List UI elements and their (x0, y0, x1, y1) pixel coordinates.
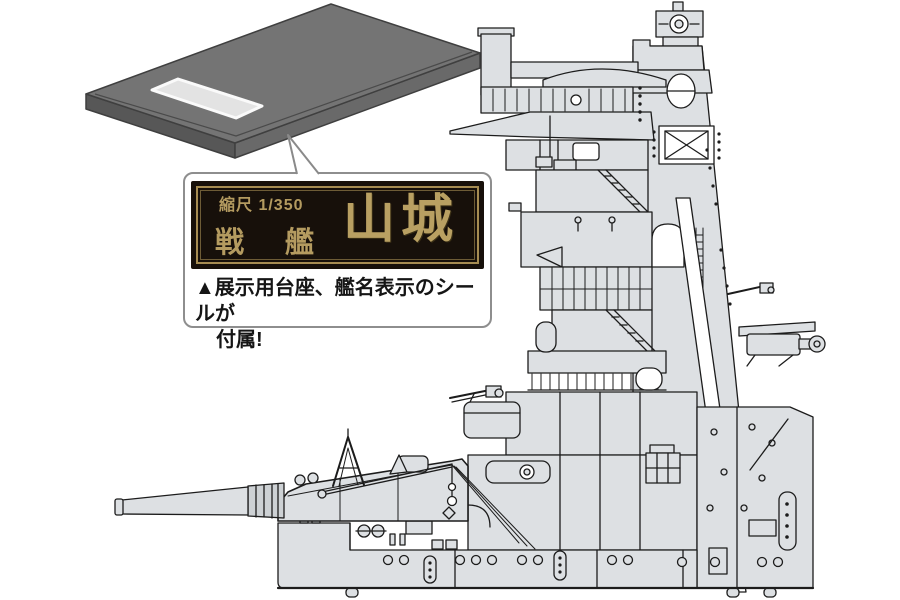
arch-door (651, 223, 685, 268)
aa-gun-tub (463, 401, 521, 439)
plaque-ship-name: 山城 (343, 192, 460, 249)
portholes (382, 554, 784, 568)
plaque-ship-type: 戦 (215, 227, 245, 259)
plaque-ship-type: 艦 (285, 227, 315, 259)
caption-text: ▲展示用台座、艦名表示のシールが 付属! (195, 275, 487, 353)
bridge-canopy (542, 68, 667, 88)
name-sticker (150, 77, 264, 120)
caption-line-2: 付属! (216, 329, 263, 351)
top-pole (672, 1, 684, 12)
plaque-scale-label: 縮尺 1/350 (219, 197, 304, 214)
plate-top-face (85, 3, 481, 144)
callout-box: 縮尺 1/350 戦 艦 山城 ▲展示用台座、艦名表示のシールが 付属! (183, 172, 492, 351)
caption-line-1: ▲展示用台座、艦名表示のシールが (195, 277, 475, 325)
nameplate-plaque: 縮尺 1/350 戦 艦 山城 (191, 181, 484, 269)
flag-deck (527, 350, 667, 374)
main-turret (277, 458, 469, 522)
display-base-plate (85, 3, 481, 159)
plaque-gold-frame (196, 186, 479, 264)
gun-barrel (121, 486, 249, 516)
